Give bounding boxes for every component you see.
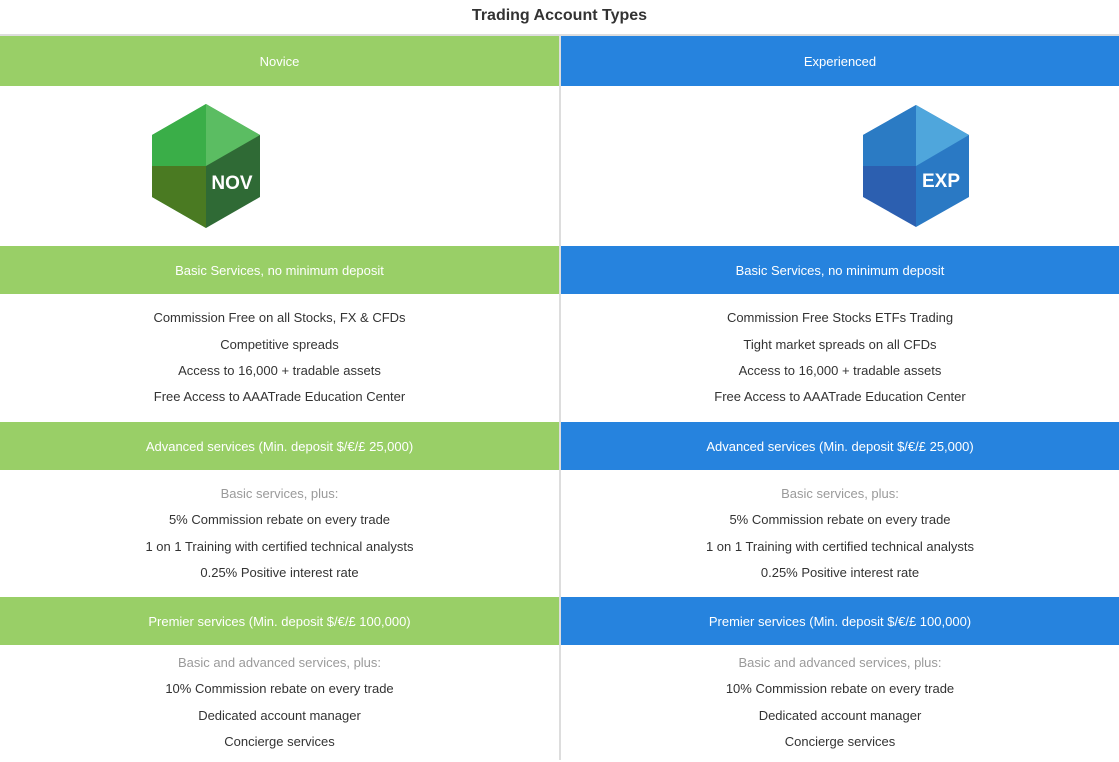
premier-section-header-row: Premier services (Min. deposit $/€/£ 100… (0, 597, 1119, 645)
section-intro: Basic services, plus: (220, 485, 339, 501)
section-header-advanced-experienced: Advanced services (Min. deposit $/€/£ 25… (560, 422, 1119, 470)
advanced-features-experienced: Basic services, plus: 5% Commission reba… (560, 470, 1119, 597)
feature-item: Free Access to AAATrade Education Center (714, 389, 966, 405)
column-header-novice: Novice (0, 36, 561, 86)
basic-section-header-row: Basic Services, no minimum deposit Basic… (0, 246, 1119, 294)
feature-item: 0.25% Positive interest rate (760, 564, 920, 580)
feature-item: Commission Free on all Stocks, FX & CFDs (153, 310, 406, 326)
section-intro: Basic and advanced services, plus: (177, 654, 382, 670)
blue-hexagon-cube-icon: EXP (863, 105, 969, 227)
feature-item: Free Access to AAATrade Education Center (153, 389, 406, 405)
basic-features-novice: Commission Free on all Stocks, FX & CFDs… (0, 294, 561, 422)
badge-text-novice: NOV (211, 173, 253, 194)
column-header-experienced: Experienced (560, 36, 1119, 86)
experienced-badge-cell: EXP (560, 86, 1119, 246)
section-intro: Basic and advanced services, plus: (738, 654, 942, 670)
novice-badge-cell: NOV (0, 86, 561, 246)
badge-text-experienced: EXP (922, 171, 960, 192)
feature-item: Commission Free Stocks ETFs Trading (726, 310, 954, 326)
section-header-basic-experienced: Basic Services, no minimum deposit (560, 246, 1119, 294)
feature-item: Competitive spreads (220, 336, 339, 352)
feature-item: 1 on 1 Training with certified technical… (705, 538, 975, 554)
feature-item: 10% Commission rebate on every trade (165, 681, 394, 697)
premier-section-body-row: Basic and advanced services, plus: 10% C… (0, 645, 1119, 760)
premier-features-novice: Basic and advanced services, plus: 10% C… (0, 645, 561, 760)
feature-item: Concierge services (784, 733, 896, 749)
green-hexagon-cube-icon: NOV (152, 104, 260, 228)
feature-item: 10% Commission rebate on every trade (725, 681, 955, 697)
feature-item: Access to 16,000 + tradable assets (738, 363, 942, 378)
section-header-premier-experienced: Premier services (Min. deposit $/€/£ 100… (560, 597, 1119, 645)
feature-item: 0.25% Positive interest rate (200, 564, 359, 580)
feature-item: Concierge services (224, 733, 335, 749)
feature-item: Tight market spreads on all CFDs (743, 336, 937, 352)
advanced-features-novice: Basic services, plus: 5% Commission reba… (0, 470, 561, 597)
premier-features-experienced: Basic and advanced services, plus: 10% C… (560, 645, 1119, 760)
feature-item: 5% Commission rebate on every trade (168, 512, 391, 528)
section-header-premier-novice: Premier services (Min. deposit $/€/£ 100… (0, 597, 561, 645)
basic-features-experienced: Commission Free Stocks ETFs Trading Tigh… (560, 294, 1119, 422)
page-title: Trading Account Types (0, 0, 1119, 36)
account-types-table: Novice Experienced NOV EXP (0, 36, 1119, 760)
section-intro: Basic services, plus: (781, 485, 899, 501)
feature-item: 5% Commission rebate on every trade (729, 512, 951, 528)
feature-item: 1 on 1 Training with certified technical… (145, 538, 414, 554)
feature-item: Dedicated account manager (198, 707, 361, 723)
advanced-section-header-row: Advanced services (Min. deposit $/€/£ 25… (0, 422, 1119, 470)
advanced-section-body-row: Basic services, plus: 5% Commission reba… (0, 470, 1119, 597)
badge-row: NOV EXP (0, 86, 1119, 246)
section-header-basic-novice: Basic Services, no minimum deposit (0, 246, 561, 294)
basic-section-body-row: Commission Free on all Stocks, FX & CFDs… (0, 294, 1119, 422)
section-header-advanced-novice: Advanced services (Min. deposit $/€/£ 25… (0, 422, 561, 470)
feature-item: Dedicated account manager (758, 707, 922, 723)
account-type-header-row: Novice Experienced (0, 36, 1119, 86)
feature-item: Access to 16,000 + tradable assets (178, 363, 381, 378)
